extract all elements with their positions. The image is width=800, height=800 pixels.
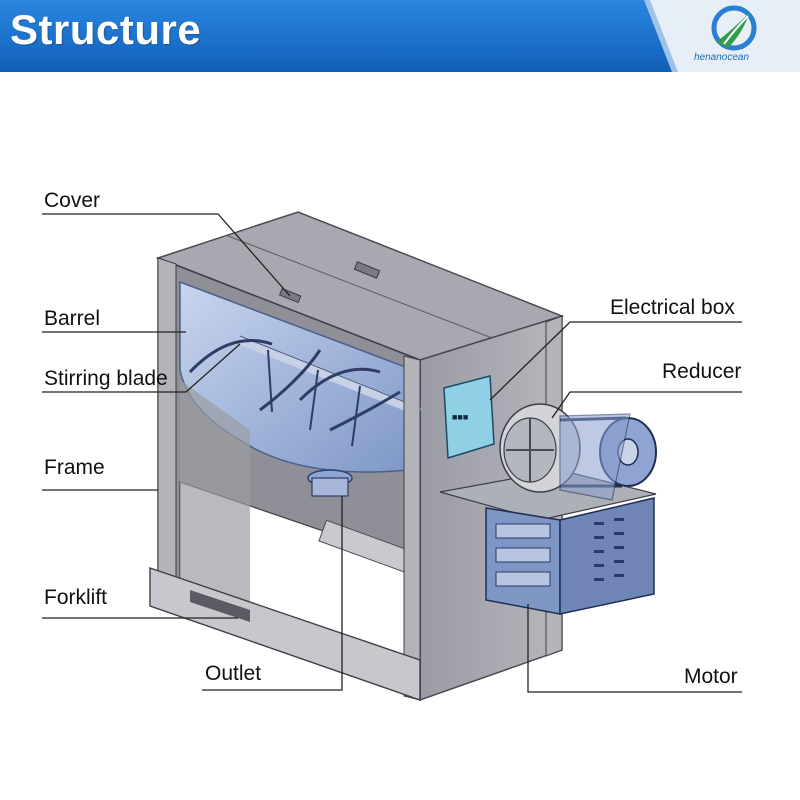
stirring-blade-spoke-1	[267, 349, 273, 413]
electrical-box	[443, 375, 495, 459]
brand-name: henanocean	[694, 52, 750, 63]
stirring-blade-spoke-3	[351, 385, 361, 447]
cover-hinge-line	[227, 235, 493, 339]
mixer-diagram: ■■■	[42, 211, 742, 702]
motor-internal-3	[495, 571, 551, 587]
belt-guard	[559, 413, 631, 501]
label-motor: Motor	[684, 665, 738, 688]
label-stirring-blade: Stirring blade	[44, 367, 168, 390]
frame-post-left	[157, 257, 177, 611]
stirring-blade-arc-3	[298, 367, 381, 402]
frame-post-middle	[403, 355, 421, 701]
label-frame: Frame	[44, 456, 105, 479]
label-electrical-box: Electrical box	[610, 296, 735, 319]
stirring-blade-arc-1	[188, 339, 273, 374]
frame-inner-back	[180, 380, 250, 610]
label-forklift: Forklift	[44, 586, 107, 609]
leader-lines	[42, 213, 742, 693]
stirring-blade-arc-2	[259, 349, 322, 412]
motor-box-side	[559, 497, 655, 615]
electrical-box-panel-text: ■■■	[452, 412, 468, 422]
company-logo	[711, 5, 757, 51]
motor-internal-2	[495, 547, 551, 563]
page-title: Structure	[10, 6, 202, 53]
stirring-blade-arc-4	[329, 390, 401, 432]
label-barrel: Barrel	[44, 307, 101, 330]
cover-handle	[353, 261, 381, 279]
label-outlet: Outlet	[205, 662, 262, 685]
forklift-slot	[190, 590, 250, 622]
motor-vents	[594, 518, 624, 581]
label-cover: Cover	[44, 189, 101, 212]
stirring-shaft-edge	[239, 335, 421, 409]
stirring-blade-spoke-2	[309, 369, 319, 431]
header-banner: Structure henanocean	[0, 0, 800, 72]
label-reducer: Reducer	[662, 360, 742, 383]
motor-internal-1	[495, 523, 551, 539]
outlet-pipe	[311, 477, 349, 497]
